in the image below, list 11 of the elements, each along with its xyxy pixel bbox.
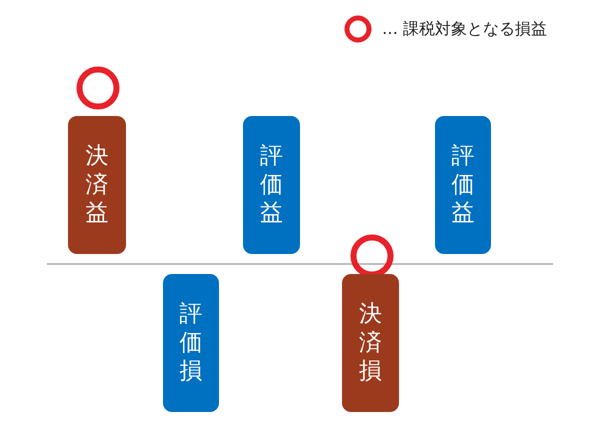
bar-label: 決済益	[86, 142, 108, 228]
bar-label: 評価益	[260, 142, 283, 228]
profit-loss-bar	[68, 116, 126, 254]
bar-label: 評価益	[452, 142, 474, 228]
profit-loss-bar	[342, 274, 399, 412]
profit-loss-bar	[435, 116, 491, 254]
bar-label: 評価損	[180, 300, 202, 386]
profit-loss-bar	[163, 274, 219, 412]
profit-loss-bar	[243, 116, 300, 254]
legend-text: … 課税対象となる損益	[382, 19, 548, 40]
bar-label: 決済損	[359, 300, 382, 386]
